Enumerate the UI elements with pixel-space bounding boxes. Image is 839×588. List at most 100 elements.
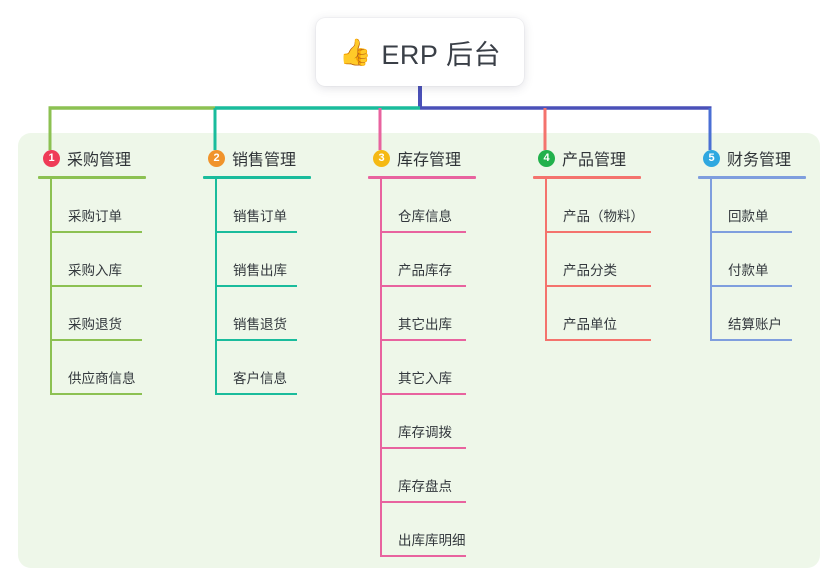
leaf-underline <box>380 231 466 233</box>
leaf-label: 产品库存 <box>398 263 452 278</box>
leaf-underline <box>380 501 466 503</box>
leaf-node[interactable]: 销售订单 <box>203 179 311 233</box>
leaf-label: 客户信息 <box>233 371 287 386</box>
branch-header-1[interactable]: 1 采购管理 <box>43 146 146 170</box>
leaf-underline <box>50 285 142 287</box>
branch-number-badge: 1 <box>43 149 60 167</box>
leaf-node[interactable]: 客户信息 <box>203 341 311 395</box>
leaf-label: 结算账户 <box>728 317 782 332</box>
leaf-node[interactable]: 产品（物料） <box>533 179 651 233</box>
leaf-label: 采购入库 <box>68 263 122 278</box>
root-node-title: ERP 后台 <box>381 39 501 70</box>
leaf-list: 产品（物料） 产品分类产品单位 <box>533 179 651 341</box>
leaf-underline <box>215 231 297 233</box>
branch-underline <box>38 176 146 179</box>
leaf-underline <box>380 339 466 341</box>
leaf-label: 采购退货 <box>68 317 122 332</box>
leaf-node[interactable]: 库存盘点 <box>368 449 476 503</box>
leaf-underline <box>545 231 651 233</box>
thumbs-up-icon: 👍 <box>339 37 372 67</box>
leaf-node[interactable]: 采购退货 <box>38 287 146 341</box>
branch-header-4[interactable]: 4 产品管理 <box>538 146 641 170</box>
leaf-label: 产品单位 <box>563 317 617 332</box>
leaf-node[interactable]: 其它入库 <box>368 341 476 395</box>
leaf-node[interactable]: 付款单 <box>698 233 806 287</box>
leaf-label: 其它入库 <box>398 371 452 386</box>
branch-column-4: 4 产品管理产品（物料） 产品分类产品单位 <box>533 146 651 341</box>
leaf-node[interactable]: 结算账户 <box>698 287 806 341</box>
leaf-spine <box>545 179 547 341</box>
leaf-node[interactable]: 产品分类 <box>533 233 651 287</box>
leaf-label: 供应商信息 <box>68 371 136 386</box>
leaf-underline <box>710 285 792 287</box>
root-node-card[interactable]: 👍 ERP 后台 <box>316 18 524 86</box>
leaf-list: 仓库信息产品库存其它出库其它入库库存调拨库存盘点出库库明细 <box>368 179 476 557</box>
leaf-label: 销售订单 <box>233 209 287 224</box>
leaf-underline <box>215 339 297 341</box>
leaf-label: 产品分类 <box>563 263 617 278</box>
diagram-background-panel <box>18 133 820 568</box>
leaf-underline <box>50 231 142 233</box>
leaf-underline <box>380 447 466 449</box>
leaf-spine <box>215 179 217 395</box>
leaf-underline <box>50 339 142 341</box>
branch-underline <box>533 176 641 179</box>
leaf-list: 销售订单销售出库销售退货客户信息 <box>203 179 311 395</box>
leaf-list: 采购订单采购入库采购退货供应商信息 <box>38 179 146 395</box>
leaf-spine <box>50 179 52 395</box>
branch-title: 销售管理 <box>232 152 297 169</box>
leaf-underline <box>50 393 142 395</box>
branch-header-5[interactable]: 5 财务管理 <box>703 146 806 170</box>
leaf-label: 产品（物料） <box>563 209 644 224</box>
leaf-label: 付款单 <box>728 263 769 278</box>
leaf-label: 回款单 <box>728 209 769 224</box>
branch-column-3: 3 库存管理仓库信息产品库存其它出库其它入库库存调拨库存盘点出库库明细 <box>368 146 476 557</box>
leaf-node[interactable]: 产品库存 <box>368 233 476 287</box>
leaf-label: 库存调拨 <box>398 425 452 440</box>
leaf-spine <box>710 179 712 341</box>
branch-underline <box>203 176 311 179</box>
branch-header-3[interactable]: 3 库存管理 <box>373 146 476 170</box>
branch-column-2: 2 销售管理销售订单销售出库销售退货客户信息 <box>203 146 311 395</box>
branch-number-badge: 4 <box>538 149 555 167</box>
leaf-node[interactable]: 销售出库 <box>203 233 311 287</box>
branch-title: 财务管理 <box>727 152 792 169</box>
leaf-label: 销售退货 <box>233 317 287 332</box>
leaf-node[interactable]: 供应商信息 <box>38 341 146 395</box>
leaf-node[interactable]: 仓库信息 <box>368 179 476 233</box>
leaf-underline <box>380 555 466 557</box>
leaf-node[interactable]: 采购订单 <box>38 179 146 233</box>
branch-number-badge: 3 <box>373 149 390 167</box>
leaf-label: 其它出库 <box>398 317 452 332</box>
branch-number-badge: 2 <box>208 149 225 167</box>
leaf-node[interactable]: 回款单 <box>698 179 806 233</box>
leaf-underline <box>710 339 792 341</box>
leaf-label: 库存盘点 <box>398 479 452 494</box>
leaf-underline <box>545 285 651 287</box>
leaf-underline <box>380 393 466 395</box>
branch-column-5: 5 财务管理回款单付款单结算账户 <box>698 146 806 341</box>
branch-number-badge: 5 <box>703 149 720 167</box>
branch-title: 库存管理 <box>397 152 462 169</box>
branch-underline <box>368 176 476 179</box>
branch-column-1: 1 采购管理采购订单采购入库采购退货供应商信息 <box>38 146 146 395</box>
leaf-node[interactable]: 出库库明细 <box>368 503 476 557</box>
leaf-label: 仓库信息 <box>398 209 452 224</box>
leaf-spine <box>380 179 382 557</box>
branch-header-2[interactable]: 2 销售管理 <box>208 146 311 170</box>
branch-title: 产品管理 <box>562 152 627 169</box>
leaf-node[interactable]: 其它出库 <box>368 287 476 341</box>
leaf-node[interactable]: 销售退货 <box>203 287 311 341</box>
leaf-list: 回款单付款单结算账户 <box>698 179 806 341</box>
branch-title: 采购管理 <box>67 152 132 169</box>
leaf-node[interactable]: 库存调拨 <box>368 395 476 449</box>
leaf-label: 采购订单 <box>68 209 122 224</box>
leaf-underline <box>380 285 466 287</box>
leaf-node[interactable]: 产品单位 <box>533 287 651 341</box>
leaf-underline <box>710 231 792 233</box>
leaf-underline <box>545 339 651 341</box>
leaf-node[interactable]: 采购入库 <box>38 233 146 287</box>
leaf-label: 销售出库 <box>233 263 287 278</box>
leaf-underline <box>215 393 297 395</box>
